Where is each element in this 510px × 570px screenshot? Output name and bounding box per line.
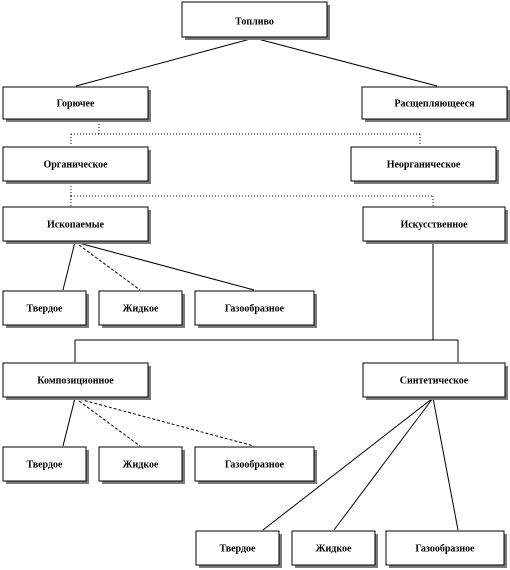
edge-iskopaemye-zhidkoe — [74, 241, 141, 291]
node-gazoobraznoe-1: Газообразное — [194, 290, 317, 328]
node-label: Жидкое — [316, 543, 352, 554]
node-sinteticheskoe: Синтетическое — [362, 362, 508, 400]
node-label: Жидкое — [123, 303, 159, 314]
node-organicheskoe: Органическое — [2, 146, 151, 184]
node-label: Газообразное — [225, 303, 285, 314]
node-toplivo: Топливо — [181, 1, 330, 40]
node-rasscheplyayushcheesya: Расщепляющееся — [361, 86, 510, 122]
node-label: Жидкое — [123, 459, 159, 470]
node-label: Синтетическое — [400, 375, 469, 386]
node-goryuchee: Горючее — [2, 86, 151, 122]
node-label: Композиционное — [37, 375, 114, 386]
node-label: Газообразное — [225, 459, 285, 470]
edge-iskopaemye-gazoobraznoe — [74, 241, 255, 291]
node-gazoobraznoe-2: Газообразное — [194, 446, 317, 484]
edge-kompozitsionnoe-tverdoe — [62, 397, 76, 447]
node-tverdoe-2: Твердое — [2, 446, 89, 484]
node-tverdoe-3: Твердое — [195, 530, 282, 568]
edge-sinteticheskoe-zhidkoe — [333, 397, 434, 531]
node-label: Горючее — [57, 98, 95, 109]
node-label: Твердое — [27, 459, 63, 470]
edge-sinteticheskoe-tverdoe — [262, 397, 434, 531]
node-label: Расщепляющееся — [394, 98, 475, 109]
edge-sinteticheskoe-gazoobraznoe — [432, 397, 459, 531]
node-label: Топливо — [235, 16, 274, 27]
node-zhidkoe-1: Жидкое — [98, 290, 185, 328]
node-label: Твердое — [220, 543, 256, 554]
node-kompozitsionnoe: Композиционное — [2, 362, 151, 400]
node-label: Твердое — [27, 303, 63, 314]
node-zhidkoe-3: Жидкое — [291, 530, 378, 568]
edge-kompozitsionnoe-zhidkoe — [74, 397, 141, 447]
edge-iskopaemye-tverdoe — [62, 241, 76, 291]
node-zhidkoe-2: Жидкое — [98, 446, 185, 484]
edge-toplivo-rasscheplyayushcheesya — [253, 37, 438, 87]
edge-kompozitsionnoe-gazoobraznoe — [74, 397, 255, 447]
node-gazoobraznoe-3: Газообразное — [385, 530, 507, 568]
edge-toplivo-goryuchee — [75, 37, 255, 87]
node-label: Газообразное — [415, 543, 475, 554]
node-iskopaemye: Ископаемые — [2, 206, 151, 244]
node-tverdoe-1: Твердое — [2, 290, 89, 328]
node-label: Искусственное — [400, 219, 468, 230]
node-label: Неорганическое — [387, 159, 461, 170]
connectors — [62, 37, 459, 531]
node-neorganicheskoe: Неорганическое — [350, 146, 499, 184]
node-label: Ископаемые — [47, 219, 105, 230]
node-iskusstvennoe: Искусственное — [362, 206, 508, 244]
node-label: Органическое — [43, 159, 108, 170]
